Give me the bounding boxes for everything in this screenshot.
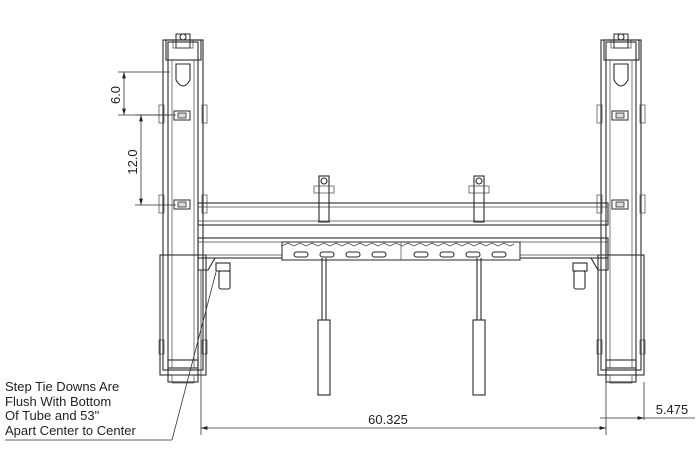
right-upright (596, 33, 646, 384)
dim-width-label: 60.325 (368, 412, 408, 427)
note-line-2: Flush With Bottom (5, 393, 112, 409)
tie-downs (215, 262, 588, 290)
tie-down-note: Step Tie Downs Are Flush With Bottom Of … (5, 379, 136, 438)
note-line-1: Step Tie Downs Are (5, 379, 120, 394)
dim-offset-label: 5.475 (656, 402, 689, 417)
note-line-3: Of Tube and 53" (5, 408, 100, 423)
dimension-horizontal (200, 270, 695, 435)
dim-lower-label: 12.0 (125, 149, 140, 174)
note-line-4: Apart Center to Center (5, 422, 136, 438)
note-leader (171, 271, 217, 441)
dim-upper-label: 6.0 (108, 86, 123, 104)
cross-frame (197, 202, 609, 271)
dimension-vertical (118, 71, 176, 206)
left-upright (158, 33, 208, 384)
center-posts (313, 175, 490, 396)
